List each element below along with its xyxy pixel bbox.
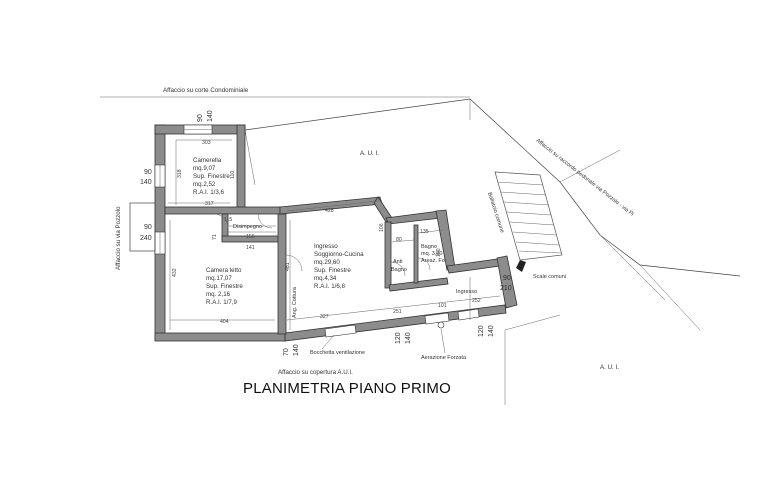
svg-text:150: 150 <box>436 248 442 257</box>
svg-text:115: 115 <box>224 217 232 223</box>
svg-text:120: 120 <box>478 325 485 337</box>
svg-text:252: 252 <box>472 298 481 304</box>
svg-text:mq.2,52: mq.2,52 <box>193 181 216 188</box>
svg-text:mq.17,07: mq.17,07 <box>206 275 232 282</box>
svg-text:Sup. Finestre: Sup. Finestre <box>206 283 243 290</box>
svg-text:90: 90 <box>144 224 152 231</box>
svg-text:251: 251 <box>393 309 402 315</box>
svg-text:71: 71 <box>212 234 218 240</box>
svg-text:mq.4,34: mq.4,34 <box>314 275 337 282</box>
svg-text:156: 156 <box>246 234 255 240</box>
svg-text:Sup. Finestre: Sup. Finestre <box>193 173 230 180</box>
windows <box>129 124 480 338</box>
svg-text:428: 428 <box>325 208 334 214</box>
common-stair <box>494 171 563 272</box>
svg-text:Bagno: Bagno <box>391 267 407 273</box>
balcony-label: Ballatoio comune <box>486 192 505 234</box>
svg-text:140: 140 <box>488 325 495 337</box>
doors <box>213 213 471 320</box>
aui-top-label: A. U. I. <box>360 150 379 157</box>
svg-text:Ingresso: Ingresso <box>314 243 338 250</box>
svg-text:Bagno: Bagno <box>421 244 437 250</box>
svg-text:Areaz. Fo: Areaz. Fo <box>421 258 445 264</box>
svg-text:Camerella: Camerella <box>193 157 222 164</box>
svg-text:327: 327 <box>320 314 329 320</box>
room-soggiorno: Ingresso Soggiorno-Cucina mq.29,60 Sup. … <box>314 243 364 290</box>
svg-text:90: 90 <box>503 275 511 282</box>
forced-air-label: Aerazione Forzata <box>421 355 467 361</box>
svg-text:318: 318 <box>177 169 183 178</box>
svg-text:140: 140 <box>293 344 300 356</box>
svg-text:90: 90 <box>144 169 152 176</box>
svg-text:80: 80 <box>396 237 402 243</box>
facing-bottom-label: Affaccio su copertura A.U.I. <box>278 369 353 376</box>
room-ingresso: Ingresso <box>456 289 477 295</box>
svg-text:mq. 2,16: mq. 2,16 <box>206 291 231 298</box>
room-bagno: Bagno mq. 3,30 Areaz. Fo <box>421 244 445 264</box>
svg-text:mq.29,60: mq.29,60 <box>314 259 340 266</box>
svg-text:120: 120 <box>395 332 402 344</box>
vent-label: Bocchetta ventilazione <box>310 350 365 356</box>
room-camera-letto: Camera letto mq.17,07 Sup. Finestre mq. … <box>206 267 243 306</box>
plan-title: PLANIMETRIA PIANO PRIMO <box>243 380 451 397</box>
svg-text:140: 140 <box>207 110 214 122</box>
room-antibagno: Anti Bagno <box>391 259 407 273</box>
aui-bottom-label: A. U. I. <box>600 364 619 371</box>
svg-text:110: 110 <box>230 171 236 179</box>
svg-text:140: 140 <box>405 332 412 344</box>
svg-text:70: 70 <box>283 348 290 356</box>
svg-text:303: 303 <box>202 140 211 146</box>
svg-text:432: 432 <box>172 268 178 277</box>
svg-text:R.A.I. 1/7,9: R.A.I. 1/7,9 <box>206 299 238 306</box>
svg-text:mq. 3,30: mq. 3,30 <box>421 251 442 257</box>
facing-left-label: Affaccio su via Pozzolo <box>115 206 122 270</box>
svg-text:101: 101 <box>438 303 447 309</box>
svg-text:90: 90 <box>197 114 204 122</box>
cooking-corner-label: Ang. Cottura <box>292 286 298 318</box>
dimension-lines <box>168 139 501 330</box>
dimension-labels: 303 318 317 110 115 71 156 141 432 404 4… <box>172 140 481 325</box>
window-heights: 90 140 90 140 90 240 70 140 120 140 120 … <box>140 110 512 356</box>
stair-label: Scale comuni <box>533 274 566 280</box>
svg-text:Anti: Anti <box>393 259 402 265</box>
svg-text:240: 240 <box>140 235 152 242</box>
svg-text:481: 481 <box>285 262 291 271</box>
svg-text:141: 141 <box>246 245 255 251</box>
svg-text:mq.9,07: mq.9,07 <box>193 165 216 172</box>
svg-text:140: 140 <box>140 179 152 186</box>
room-disimpegno: Disimpegno <box>233 224 262 230</box>
facing-right-label: Affaccio su raccordo pedonale via Pozzol… <box>535 138 635 218</box>
svg-text:Camera letto: Camera letto <box>206 267 242 274</box>
svg-text:Soggiorno-Cucina: Soggiorno-Cucina <box>314 251 364 258</box>
svg-text:404: 404 <box>220 319 229 325</box>
svg-text:R.A.I. 1/6,8: R.A.I. 1/6,8 <box>314 283 346 290</box>
svg-text:Sup. Finestre: Sup. Finestre <box>314 267 351 274</box>
svg-text:R.A.I. 1/3,6: R.A.I. 1/3,6 <box>193 189 225 196</box>
svg-text:135: 135 <box>420 229 429 235</box>
facing-top-label: Affaccio su corte Condominiale <box>163 87 249 94</box>
svg-text:106: 106 <box>379 223 385 232</box>
room-camerella: Camerella mq.9,07 Sup. Finestre mq.2,52 … <box>193 157 230 196</box>
svg-text:210: 210 <box>500 285 512 292</box>
svg-text:317: 317 <box>205 201 214 207</box>
context-lines <box>100 96 741 405</box>
